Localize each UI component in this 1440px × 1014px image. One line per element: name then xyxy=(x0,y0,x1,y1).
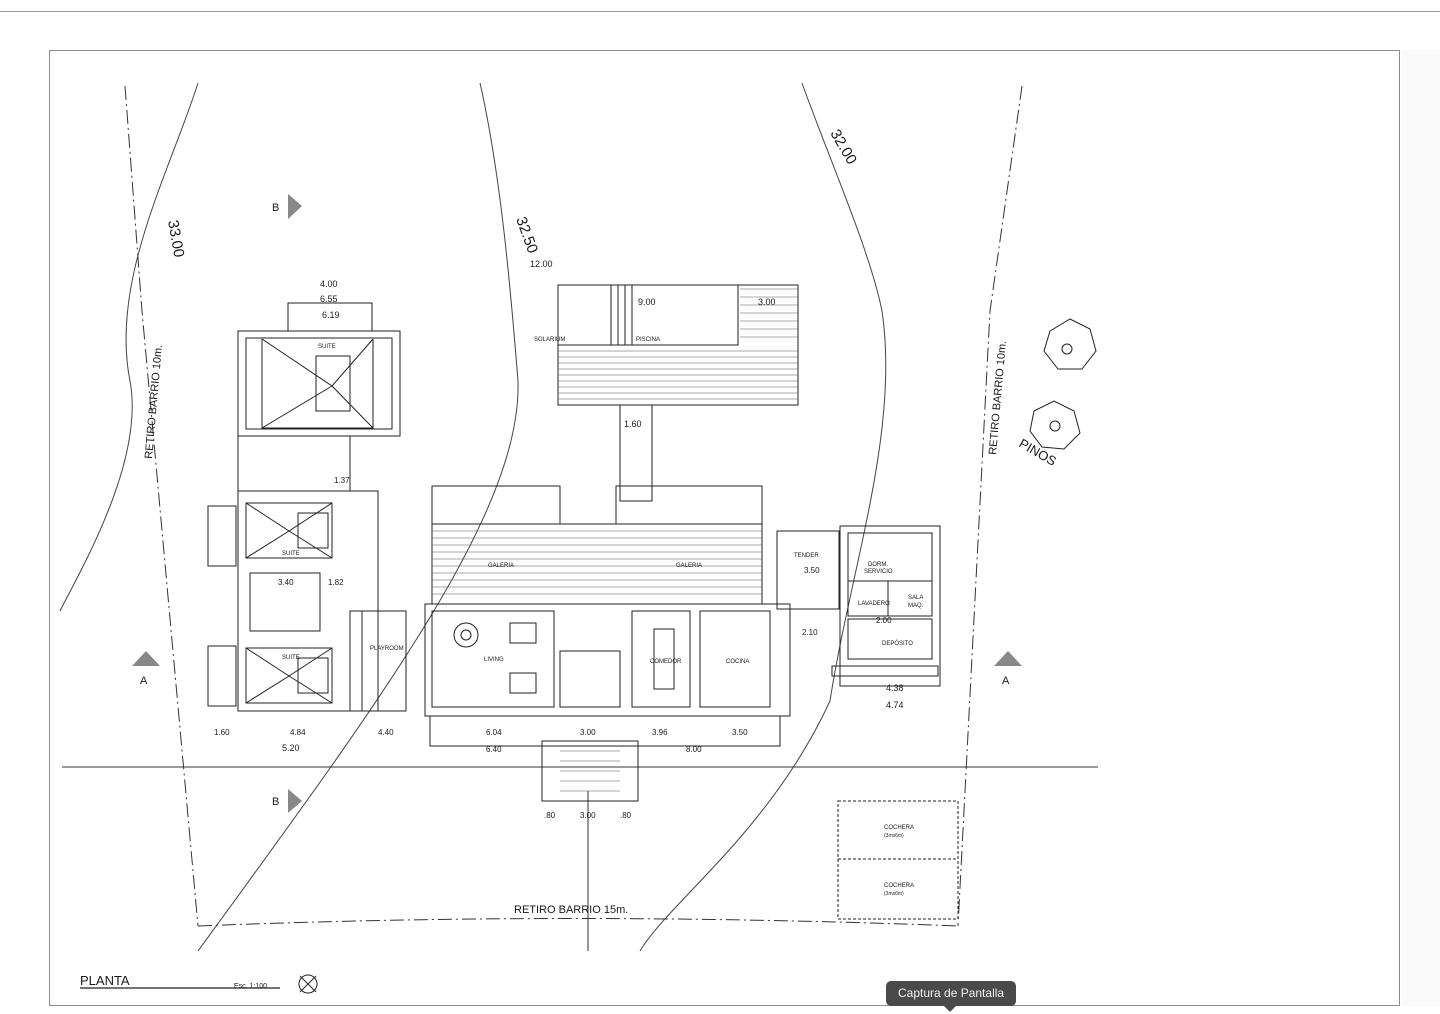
room-galeria-left: GALERIA xyxy=(488,563,514,569)
dim-640: 6.40 xyxy=(486,745,502,754)
dim-300-front: 3.00 xyxy=(580,728,596,737)
room-tender: TENDER xyxy=(794,553,819,559)
section-a-right: A xyxy=(1002,675,1010,687)
floor-plan-drawing: 12.00 9.00 3.00 1.60 4.00 6.55 6.19 1.37… xyxy=(59,82,1098,994)
room-playroom: PLAYROOM xyxy=(370,646,404,652)
dim-200: 2.00 xyxy=(876,616,892,625)
contour-label-3250: 32.50 xyxy=(512,215,541,256)
drawing-sheet[interactable]: 12.00 9.00 3.00 1.60 4.00 6.55 6.19 1.37… xyxy=(49,50,1400,1006)
section-b-top: B xyxy=(272,202,279,214)
dim-520: 5.20 xyxy=(282,743,300,753)
room-cochera-2: COCHERA xyxy=(884,883,914,889)
room-galeria-right: GALERIA xyxy=(676,563,702,569)
room-cochera-1: COCHERA xyxy=(884,825,914,831)
room-suite-bottom: SUITE xyxy=(282,655,300,661)
window-top-border xyxy=(0,11,1440,12)
room-servicio: SERVICIO xyxy=(864,569,893,575)
deck-hatch xyxy=(558,288,798,400)
dim-440: 4.40 xyxy=(378,728,394,737)
room-piscina: PISCINA xyxy=(636,337,660,343)
dim-80-right: .80 xyxy=(620,811,632,820)
room-lavadero: LAVADERO xyxy=(858,601,890,607)
dim-619: 6.19 xyxy=(322,310,340,320)
dim-137: 1.37 xyxy=(334,476,350,485)
dim-12: 12.00 xyxy=(530,259,553,269)
dim-182: 1.82 xyxy=(328,578,344,587)
room-sala: SALA xyxy=(908,595,923,601)
room-comedor: COMEDOR xyxy=(650,659,682,665)
plan-scale: Esc. 1:100 xyxy=(234,983,267,990)
room-cocina: COCINA xyxy=(726,659,749,665)
dim-655: 6.55 xyxy=(320,294,338,304)
property-lines xyxy=(124,85,1023,927)
room-solarium: SOLARIUM xyxy=(534,337,565,343)
dim-438: 4.38 xyxy=(886,683,904,693)
contour-label-33: 33.00 xyxy=(164,219,187,259)
viewer-gutter xyxy=(1402,50,1440,1006)
contour-lines xyxy=(59,82,887,952)
room-cochera-1-size: (3mx6m) xyxy=(884,833,904,839)
dim-9: 9.00 xyxy=(638,297,656,307)
dim-80-left: .80 xyxy=(544,811,556,820)
room-maq: MAQ. xyxy=(908,603,924,609)
dim-604: 6.04 xyxy=(486,728,502,737)
room-deposito: DEPÓSITO xyxy=(882,640,913,647)
section-b-bottom: B xyxy=(272,796,279,808)
dim-350: 3.50 xyxy=(804,566,820,575)
dim-350-front: 3.50 xyxy=(732,728,748,737)
dim-800: 8.00 xyxy=(686,745,702,754)
dim-484: 4.84 xyxy=(290,728,306,737)
room-suite-mid: SUITE xyxy=(282,551,300,557)
room-dorm: DORM. xyxy=(868,562,888,568)
pines-label: PINOS xyxy=(1017,436,1060,469)
dim-396: 3.96 xyxy=(652,728,668,737)
dim-210: 2.10 xyxy=(802,628,818,637)
dim-340: 3.40 xyxy=(278,578,294,587)
dim-3: 3.00 xyxy=(758,297,776,307)
setback-front: RETIRO BARRIO 15m. xyxy=(514,904,628,916)
dim-474: 4.74 xyxy=(886,700,904,710)
dim-160-left: 1.60 xyxy=(214,728,230,737)
dim-160: 1.60 xyxy=(624,419,642,429)
dim-300-stairs: 3.00 xyxy=(580,811,596,820)
setback-side-right: RETIRO BARRIO 10m. xyxy=(987,340,1009,455)
dim-400: 4.00 xyxy=(320,279,338,289)
plan-title: PLANTA xyxy=(80,973,130,988)
section-a-left: A xyxy=(140,675,148,687)
room-cochera-2-size: (3mx6m) xyxy=(884,891,904,897)
room-living: LIVING xyxy=(484,657,504,663)
room-suite-top: SUITE xyxy=(318,344,336,350)
screenshot-tooltip: Captura de Pantalla xyxy=(886,981,1017,1012)
gallery-hatch xyxy=(432,530,762,595)
